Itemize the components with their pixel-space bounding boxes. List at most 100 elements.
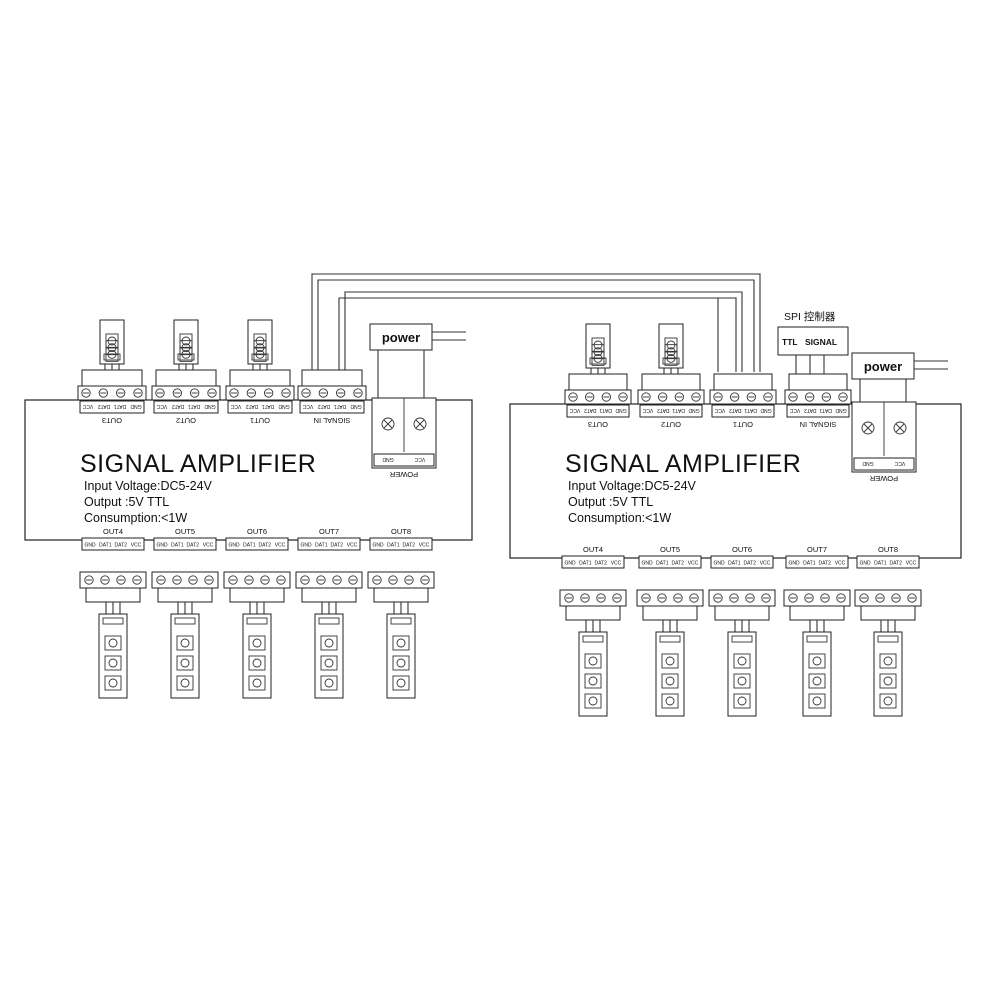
pin-label: GND (278, 403, 290, 409)
screw-icon (689, 593, 699, 603)
strip-connector (318, 617, 340, 625)
led-chip (320, 635, 338, 651)
led-icon (883, 696, 893, 706)
led-icon (108, 658, 118, 668)
pin-strip (710, 555, 774, 569)
pin-label: DAT2 (330, 543, 343, 549)
led-chip (591, 350, 605, 366)
link-wire-outer (311, 273, 761, 372)
screw-slot (383, 419, 393, 429)
screw-icon (336, 388, 346, 398)
screw-icon (691, 392, 701, 402)
screw-icon (761, 593, 771, 603)
pin-label: VCC (611, 561, 622, 567)
led-chip (733, 653, 751, 669)
led-chip (661, 653, 679, 669)
led-icon (324, 638, 334, 648)
terminal-housing (85, 587, 141, 603)
terminal-label: OUT1 (250, 416, 270, 425)
controller-label-signal: SIGNAL (805, 337, 837, 347)
controller-box (777, 326, 849, 356)
pin-label: GND (760, 407, 772, 413)
screw-icon (788, 593, 798, 603)
led-chip (105, 346, 119, 362)
led-strip (98, 613, 128, 699)
led-icon (252, 678, 262, 688)
screw-icon (413, 417, 427, 431)
screw-icon (301, 388, 311, 398)
led-icon (180, 678, 190, 688)
terminal-housing (229, 587, 285, 603)
terminal-block (784, 389, 852, 405)
pin-label: VCC (688, 561, 699, 567)
led-icon (666, 353, 676, 363)
pin-strip (786, 404, 850, 418)
pin-strip (566, 404, 630, 418)
led-chip (661, 673, 679, 689)
strip-connector (662, 357, 680, 365)
led-chip (733, 693, 751, 709)
terminal-label: SIGNAL IN (314, 416, 351, 425)
terminal-block (637, 389, 705, 405)
pin-label: DAT2 (186, 543, 199, 549)
screw-icon (730, 392, 740, 402)
led-icon (883, 676, 893, 686)
screw-icon (788, 392, 798, 402)
led-icon (812, 676, 822, 686)
terminal-housing (788, 373, 848, 391)
screw-icon (907, 593, 917, 603)
pin-strip (79, 400, 145, 414)
led-chip (808, 693, 826, 709)
screw-icon (612, 593, 622, 603)
screw-icon (893, 421, 907, 435)
led-icon (812, 696, 822, 706)
terminal-label: OUT5 (175, 527, 195, 536)
link-wire-mid (317, 279, 755, 372)
led-chip (320, 655, 338, 671)
terminal-label: SIGNAL IN (800, 420, 837, 429)
screw-icon (673, 593, 683, 603)
led-strip (173, 319, 199, 365)
terminal-block (151, 385, 221, 401)
pin-label: GND (350, 403, 362, 409)
screw-icon (821, 392, 831, 402)
screw-icon (116, 388, 126, 398)
led-chip (808, 653, 826, 669)
pin-label: DAT2 (318, 403, 331, 409)
led-chip (808, 673, 826, 689)
pin-label: DAT2 (729, 407, 742, 413)
screw-icon (641, 593, 651, 603)
led-chip (176, 655, 194, 671)
pin-label: GND (372, 543, 384, 549)
pin-label: DAT2 (671, 561, 684, 567)
screw-icon (861, 421, 875, 435)
pin-label: DAT2 (818, 561, 831, 567)
screw-icon (300, 575, 310, 585)
pin-label: VCC (230, 403, 241, 409)
led-strip (585, 323, 611, 369)
screw-icon (641, 392, 651, 402)
terminal-housing (789, 605, 845, 621)
strip-connector (582, 635, 604, 643)
pin-label: VCC (156, 403, 167, 409)
amplifier-title: SIGNAL AMPLIFIER (565, 450, 801, 478)
pin-label: DAT2 (594, 561, 607, 567)
led-chip (104, 635, 122, 651)
pin-label: DAT1 (387, 543, 400, 549)
screw-icon (190, 388, 200, 398)
screw-icon (318, 388, 328, 398)
pin-label: VCC (82, 403, 93, 409)
strip-connector (731, 635, 753, 643)
led-icon (737, 696, 747, 706)
led-icon (593, 353, 603, 363)
screw-icon (172, 388, 182, 398)
led-strip (578, 631, 608, 717)
pin-label: VCC (275, 543, 286, 549)
screw-icon (156, 575, 166, 585)
power-pin-label: VCC (894, 460, 905, 466)
terminal-label: OUT6 (247, 527, 267, 536)
led-icon (665, 696, 675, 706)
